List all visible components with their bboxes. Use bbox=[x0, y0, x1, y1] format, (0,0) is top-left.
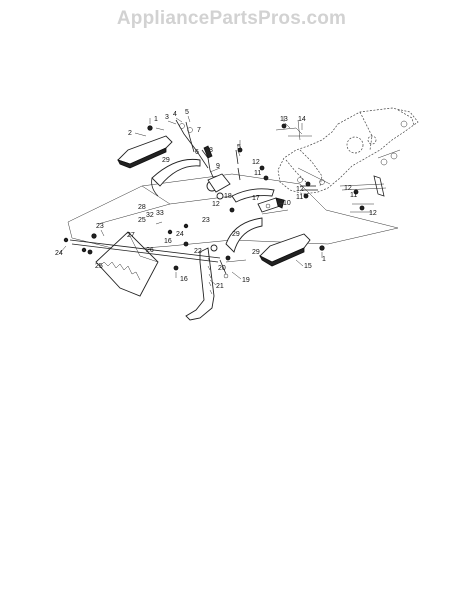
callout-12c: 12 bbox=[344, 185, 352, 192]
callout-5a: 5 bbox=[185, 109, 189, 116]
callout-12d: 12 bbox=[369, 210, 377, 217]
hardware-bolts bbox=[63, 116, 365, 278]
callout-9: 9 bbox=[216, 163, 220, 170]
flap-rod bbox=[69, 239, 221, 263]
callout-23b: 23 bbox=[202, 217, 210, 224]
callout-19: 19 bbox=[242, 277, 250, 284]
rear-flap bbox=[95, 231, 159, 297]
callout-1b: 1 bbox=[322, 256, 326, 263]
hinge-bracket bbox=[207, 149, 241, 200]
callout-15: 15 bbox=[304, 263, 312, 270]
callout-28: 28 bbox=[138, 204, 146, 211]
callout-7: 7 bbox=[197, 127, 201, 134]
axle-shaft bbox=[300, 175, 387, 213]
callout-11c: 11 bbox=[350, 192, 357, 199]
callout-25b: 25 bbox=[95, 263, 103, 270]
callout-24b: 24 bbox=[176, 231, 184, 238]
callout-8: 8 bbox=[209, 147, 213, 154]
callout-25a: 25 bbox=[138, 217, 146, 224]
callout-labels: 1 2 3 4 5 5 6 7 8 9 10 11 11 11 12 12 12… bbox=[55, 109, 377, 290]
watermark: AppliancePartsPros.com bbox=[116, 8, 347, 29]
callout-20: 20 bbox=[218, 265, 226, 272]
callout-29a: 29 bbox=[162, 157, 170, 164]
callout-12e: 12 bbox=[212, 201, 220, 208]
callout-29b: 29 bbox=[252, 249, 260, 256]
callout-12b: 12 bbox=[296, 186, 304, 193]
callout-5b: 5 bbox=[237, 144, 241, 151]
transmission-housing bbox=[275, 107, 419, 195]
callout-10: 10 bbox=[283, 200, 291, 207]
callout-3: 3 bbox=[165, 114, 169, 121]
callout-13: 13 bbox=[280, 116, 288, 123]
callout-29c: 29 bbox=[232, 231, 240, 238]
right-fender bbox=[259, 233, 311, 267]
left-fender bbox=[117, 135, 173, 169]
callout-23a: 23 bbox=[96, 223, 104, 230]
callout-14: 14 bbox=[298, 116, 306, 123]
callout-16b: 16 bbox=[180, 276, 188, 283]
deflector-right bbox=[225, 217, 263, 253]
callout-26: 26 bbox=[146, 247, 154, 254]
callout-16a: 16 bbox=[164, 238, 172, 245]
callout-21: 21 bbox=[216, 283, 224, 290]
callout-22: 22 bbox=[194, 248, 202, 255]
depth-bar bbox=[185, 244, 247, 321]
leader-lines bbox=[59, 115, 323, 286]
callout-18: 18 bbox=[224, 193, 232, 200]
right-bracket bbox=[257, 197, 289, 215]
callout-32: 32 bbox=[146, 212, 154, 219]
callout-12a: 12 bbox=[252, 159, 260, 166]
callout-24a: 24 bbox=[55, 250, 63, 257]
callout-27: 27 bbox=[127, 232, 135, 239]
callout-6: 6 bbox=[195, 149, 199, 156]
callout-17: 17 bbox=[252, 195, 260, 202]
callout-11b: 11 bbox=[296, 194, 303, 201]
callout-1: 1 bbox=[154, 116, 158, 123]
callout-2: 2 bbox=[128, 130, 132, 137]
callout-11a: 11 bbox=[254, 170, 261, 177]
deflector-left bbox=[151, 158, 201, 197]
callout-33: 33 bbox=[156, 210, 164, 217]
control-rod-assembly bbox=[155, 119, 221, 192]
callout-4: 4 bbox=[173, 111, 177, 118]
deflector-center bbox=[231, 188, 275, 203]
